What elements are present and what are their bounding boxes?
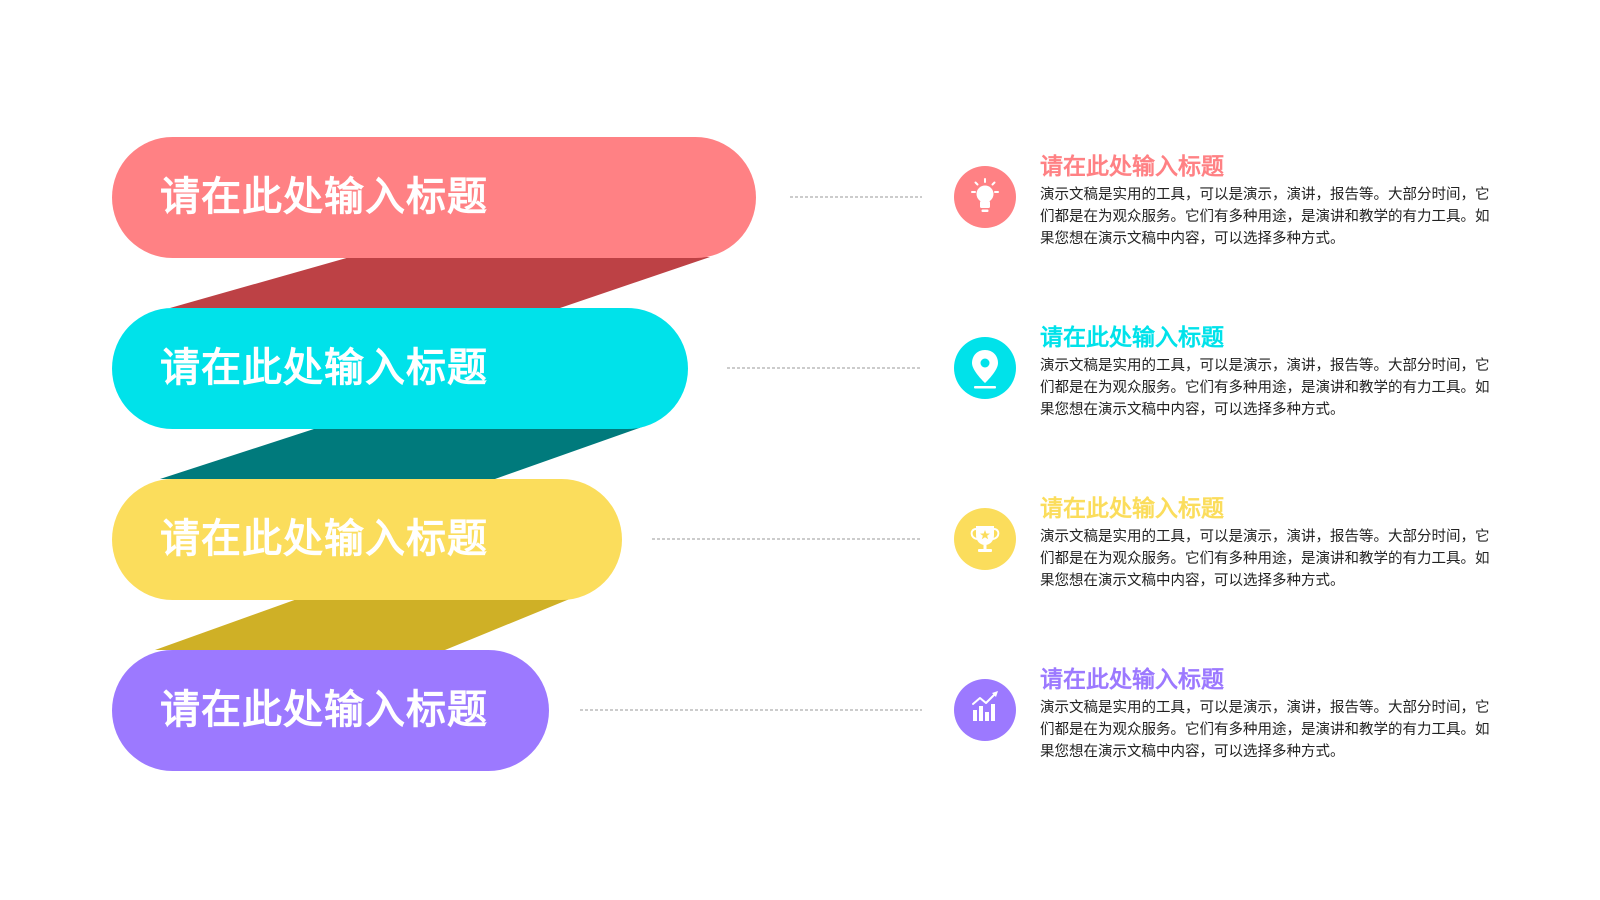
pill-3 — [112, 479, 622, 600]
pill-label-1: 请在此处输入标题 — [160, 174, 488, 220]
item-description-3: 演示文稿是实用的工具，可以是演示，演讲，报告等。大部分时间，它们都是在为观众服务… — [1040, 529, 1490, 589]
item-title-2: 请在此处输入标题 — [1040, 325, 1224, 351]
pill-4 — [112, 650, 549, 771]
item-description-1: 演示文稿是实用的工具，可以是演示，演讲，报告等。大部分时间，它们都是在为观众服务… — [1040, 187, 1490, 247]
item-description-4: 演示文稿是实用的工具，可以是演示，演讲，报告等。大部分时间，它们都是在为观众服务… — [1040, 700, 1490, 760]
location-pin-icon — [972, 350, 998, 389]
item-title-1: 请在此处输入标题 — [1040, 154, 1224, 180]
pill-label-3: 请在此处输入标题 — [160, 516, 488, 562]
pill-label-2: 请在此处输入标题 — [160, 345, 488, 391]
ribbon-1 — [170, 257, 710, 308]
item-title-3: 请在此处输入标题 — [1040, 496, 1224, 522]
item-title-4: 请在此处输入标题 — [1040, 667, 1224, 693]
chart-growth-icon — [972, 691, 998, 721]
pill-2 — [112, 308, 688, 429]
ribbon-3 — [155, 598, 572, 650]
pill-1 — [112, 137, 756, 258]
icon-circle-4 — [954, 679, 1016, 741]
lightbulb-icon — [971, 178, 999, 212]
trophy-icon — [970, 526, 1000, 552]
ribbon-2 — [160, 427, 642, 479]
pill-label-4: 请在此处输入标题 — [160, 687, 488, 733]
item-description-2: 演示文稿是实用的工具，可以是演示，演讲，报告等。大部分时间，它们都是在为观众服务… — [1040, 358, 1490, 418]
